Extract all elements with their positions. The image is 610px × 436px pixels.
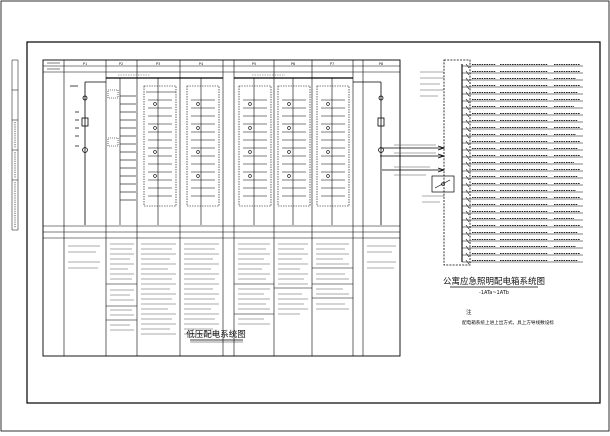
panel-label-8: P8 (379, 62, 383, 66)
panel-label-5: P5 (252, 62, 256, 66)
binding-strip (11, 59, 19, 231)
lv-schematic: P1 P2 P3 P4 P5 P6 P7 P8 (42, 59, 401, 357)
lv-detail-rows (68, 243, 396, 335)
switch-detail-box (431, 175, 455, 193)
lv-table-border (42, 59, 401, 357)
emergency-box-subtitle: -1ATa~1ATb (479, 290, 509, 296)
circuit-labels (472, 64, 580, 261)
note-heading: 注 (466, 308, 472, 316)
feeder-group-4 (238, 78, 272, 225)
feeder-group-1 (107, 78, 136, 225)
inner-frame (26, 41, 601, 404)
incomer-right (353, 81, 385, 225)
feeder-group-5 (277, 78, 311, 225)
emergency-box-schematic: 公寓应急照明配电箱系统图 -1ATa~1ATb 注 配电箱系统上进上出方式，具上… (380, 59, 583, 326)
panel-label-3: P3 (156, 62, 160, 66)
panel-label-6: P6 (291, 62, 295, 66)
panel-label-7: P7 (330, 62, 334, 66)
distribution-box-outline (443, 59, 471, 266)
note-body: 配电箱系统上进上出方式，具上方导线敷设标 (462, 319, 554, 326)
emergency-box-title: 公寓应急照明配电箱系统图 (443, 276, 545, 287)
feeder-group-2 (143, 78, 177, 225)
panel-label-4: P4 (199, 62, 204, 66)
panel-label-1: P1 (83, 62, 87, 66)
feeder-group-3 (186, 78, 220, 225)
lv-diagram-title: 低压配电系统图 (186, 329, 246, 340)
outgoing-circuits (462, 65, 583, 263)
panel-label-2: P2 (119, 62, 123, 66)
feeder-group-6 (316, 78, 350, 225)
incomer-left (81, 81, 106, 225)
